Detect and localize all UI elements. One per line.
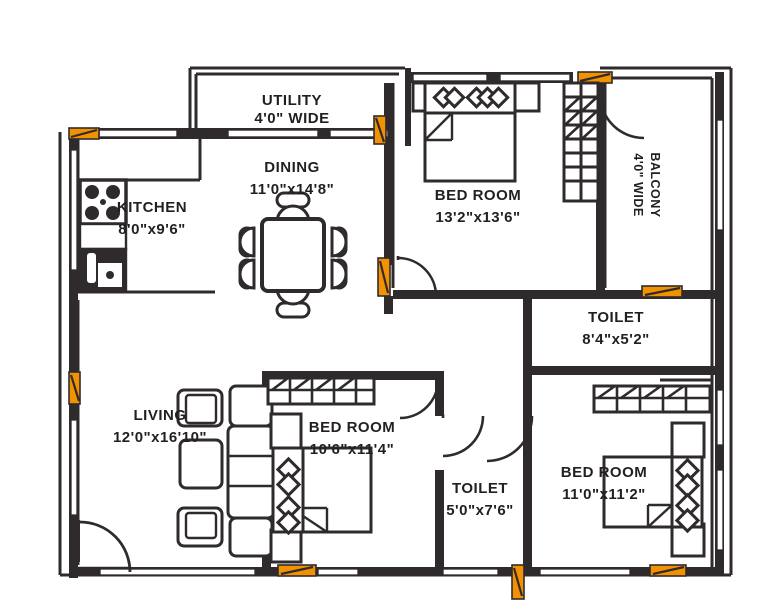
label-bedroom1-dim: 13'2"x13'6" — [435, 209, 520, 226]
bed-top-icon — [411, 81, 541, 183]
door-toilet2 — [441, 414, 485, 458]
door-kitchen — [68, 127, 100, 140]
label-toilet1-name: TOILET — [588, 309, 644, 326]
label-dining-name: DINING — [264, 159, 320, 176]
door-bedroom3-bottom — [649, 564, 687, 577]
label-balcony-name: BALCONY — [648, 152, 662, 217]
label-dining-dim: 11'0"x14'8" — [250, 181, 334, 198]
sink-icon — [78, 247, 128, 293]
door-left-upper — [68, 371, 81, 405]
dining-table-icon — [238, 191, 348, 319]
room-labels: UTILITY 4'0" WIDE KITCHEN 8'0"x9'6" DINI… — [113, 92, 662, 519]
door-bedroom1 — [377, 256, 438, 297]
label-bedroom3-dim: 11'0"x11'2" — [562, 486, 646, 503]
label-living-name: LIVING — [133, 407, 186, 424]
door-bedroom3 — [486, 415, 534, 463]
door-balcony-top — [577, 71, 613, 84]
label-bedroom3-name: BED ROOM — [561, 464, 648, 481]
door-toilet2-bottom — [511, 564, 525, 600]
label-bedroom1-name: BED ROOM — [435, 187, 522, 204]
bed-left-icon — [269, 412, 373, 564]
label-toilet2-name: TOILET — [452, 480, 508, 497]
label-living-dim: 12'0"x16'10" — [113, 429, 207, 446]
door-utility — [373, 115, 387, 145]
kitchen-counter — [78, 222, 128, 251]
label-utility-dim: 4'0" WIDE — [254, 110, 329, 127]
label-kitchen-name: KITCHEN — [117, 199, 187, 216]
doors — [68, 71, 687, 600]
stove-icon — [78, 178, 128, 226]
label-utility-name: UTILITY — [262, 92, 322, 109]
door-bedroom2-bottom — [277, 564, 317, 577]
windows — [70, 73, 724, 576]
label-balcony-dim: 4'0" WIDE — [631, 153, 645, 216]
label-bedroom2-name: BED ROOM — [309, 419, 396, 436]
wardrobe-bed2-icon — [266, 376, 376, 406]
label-kitchen-dim: 8'0"x9'6" — [118, 221, 186, 238]
label-bedroom2-dim: 10'6"x11'4" — [310, 441, 394, 458]
label-toilet1-dim: 8'4"x5'2" — [582, 331, 650, 348]
bed-right-icon — [602, 421, 706, 558]
label-toilet2-dim: 5'0"x7'6" — [446, 502, 514, 519]
staircase-icon — [562, 81, 600, 203]
wardrobe-bed3-icon — [592, 384, 712, 414]
door-toilet1 — [598, 93, 683, 298]
door-bedroom2 — [399, 379, 440, 420]
door-entrance — [69, 520, 132, 573]
sofa-set-icon — [176, 384, 276, 558]
